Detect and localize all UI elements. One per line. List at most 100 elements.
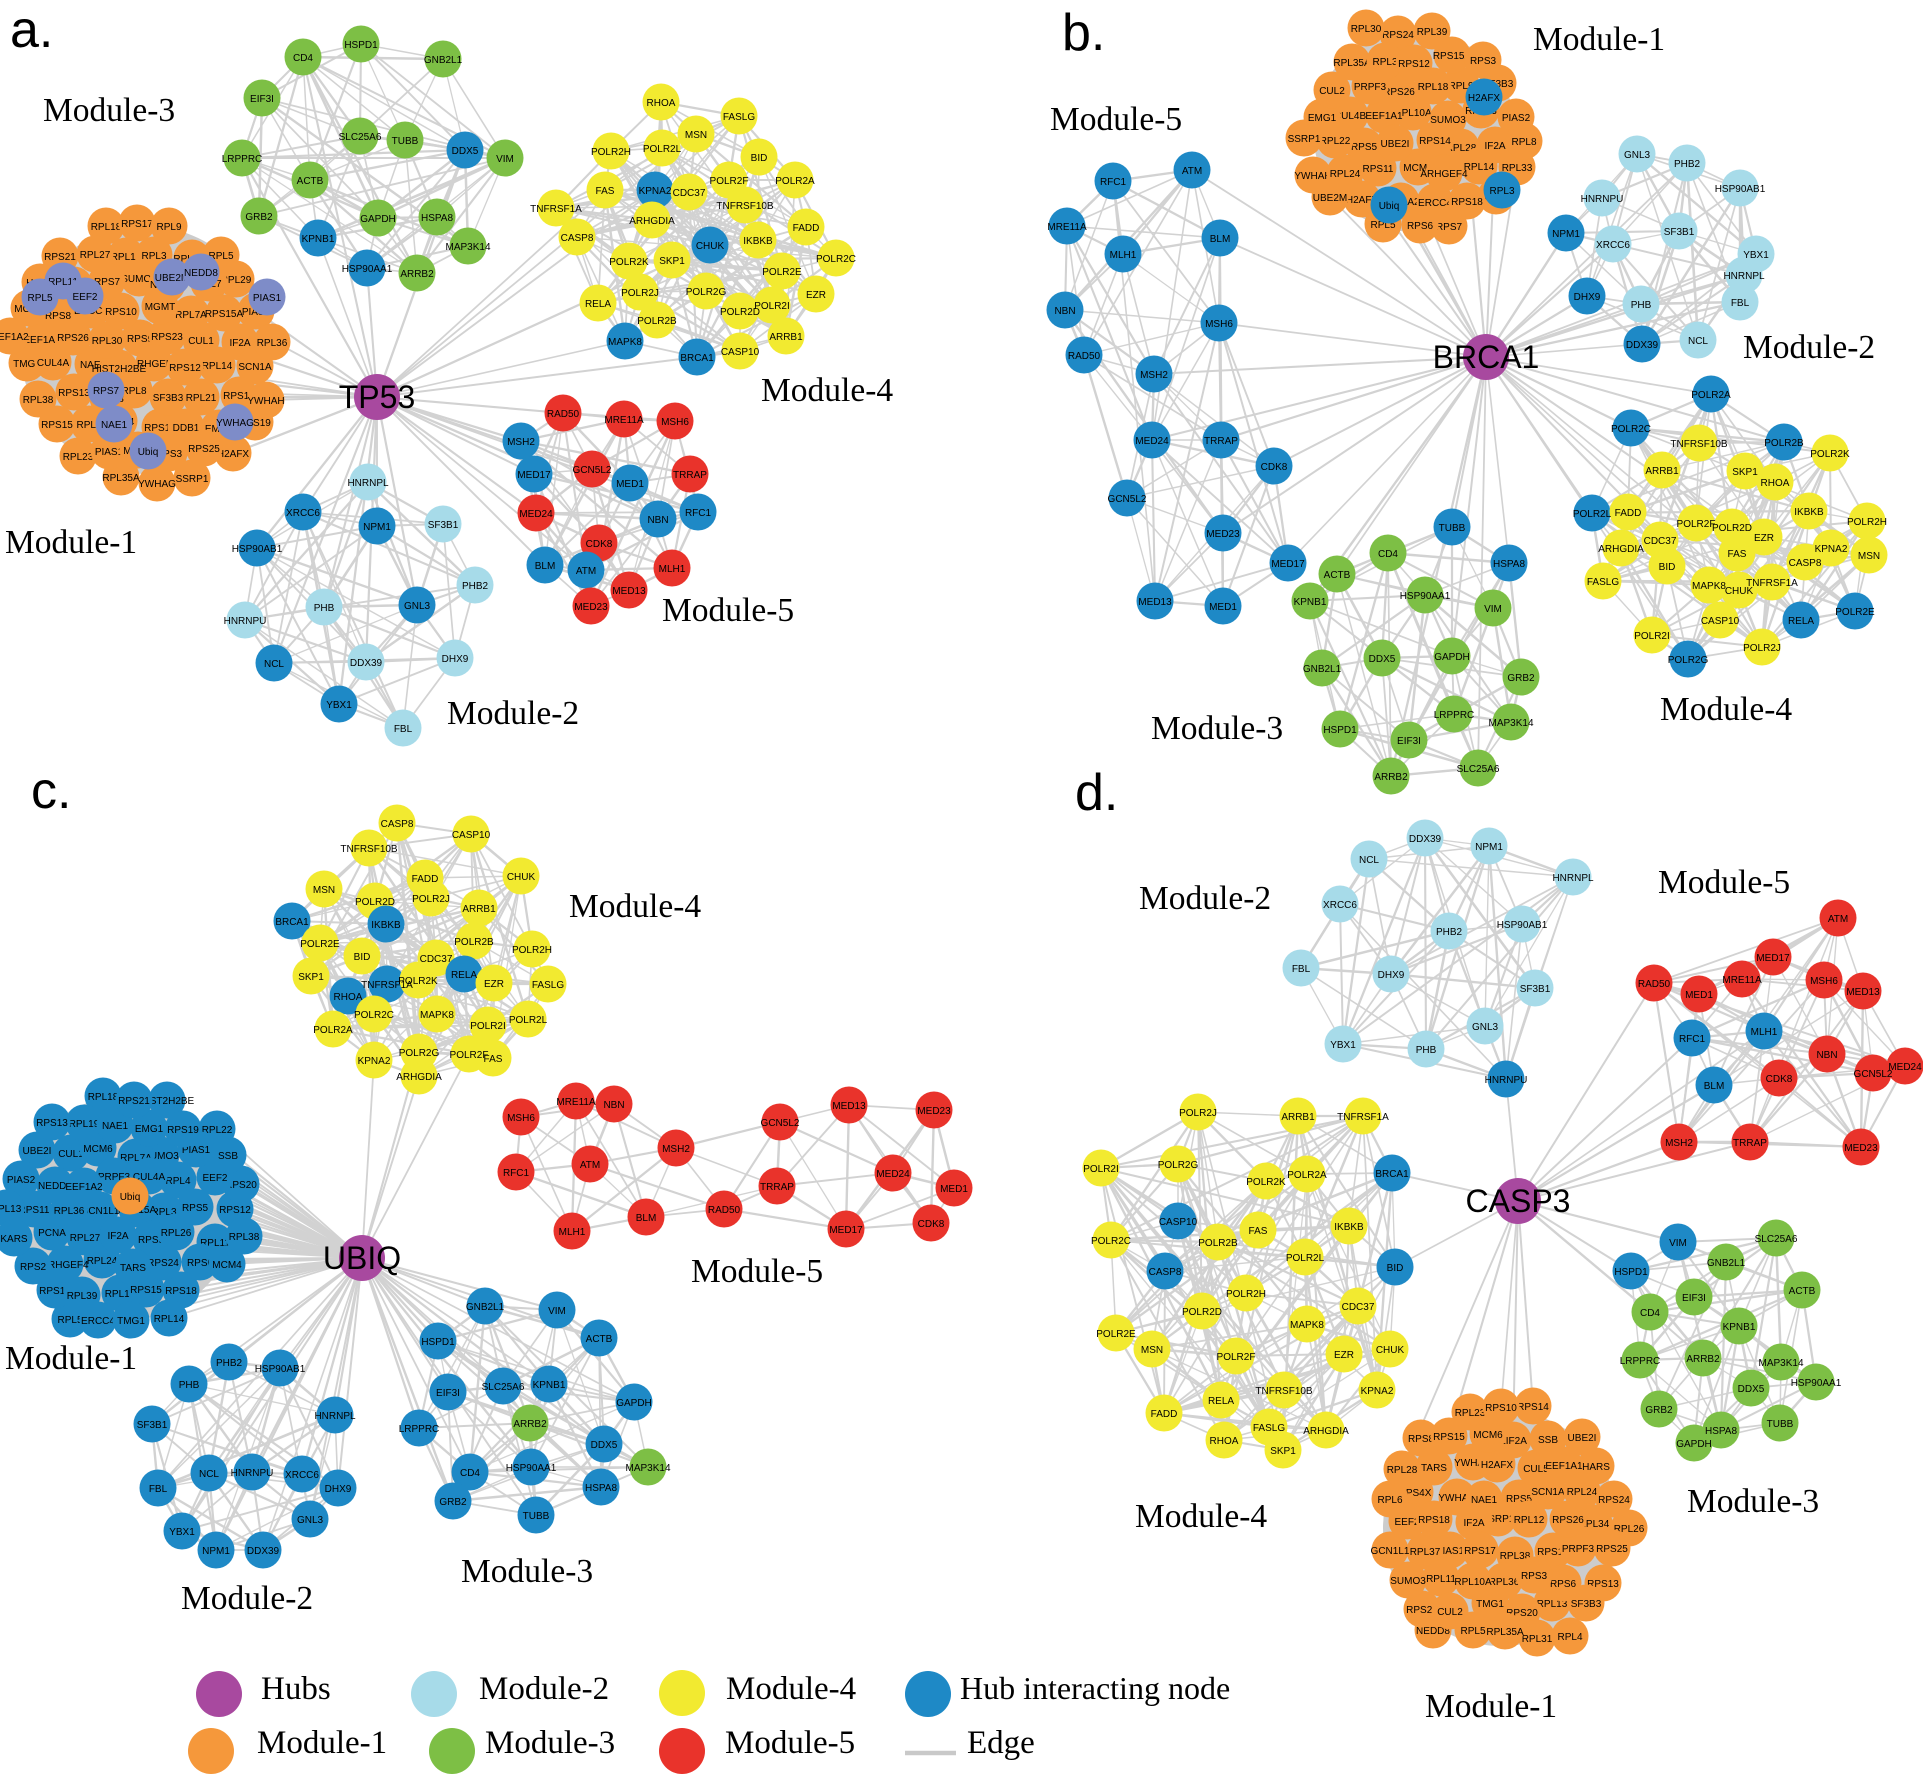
svg-text:CDC37: CDC37 [1644, 536, 1677, 547]
svg-text:BRCA1: BRCA1 [1375, 1169, 1409, 1180]
svg-text:RPS3: RPS3 [1521, 1571, 1548, 1582]
svg-text:POLR2A: POLR2A [775, 176, 815, 187]
svg-text:HNRNPL: HNRNPL [347, 478, 389, 489]
svg-text:POLR2A: POLR2A [1287, 1170, 1327, 1181]
svg-text:MAP3K14: MAP3K14 [1488, 718, 1533, 729]
svg-text:DHX9: DHX9 [442, 654, 469, 665]
svg-text:RPS26: RPS26 [1552, 1515, 1584, 1526]
svg-text:GCN5L2: GCN5L2 [573, 465, 612, 476]
svg-text:EEF1A1: EEF1A1 [1365, 111, 1403, 122]
svg-text:GRB2: GRB2 [1507, 673, 1535, 684]
svg-text:RPS10: RPS10 [105, 307, 137, 318]
svg-text:RPS6: RPS6 [187, 1258, 214, 1269]
svg-text:RPS13: RPS13 [58, 388, 90, 399]
svg-text:RPL18: RPL18 [88, 1092, 119, 1103]
svg-text:HSPD1: HSPD1 [344, 40, 378, 51]
svg-text:CASP3: CASP3 [1466, 1183, 1571, 1219]
svg-text:HNRNPU: HNRNPU [1581, 194, 1624, 205]
svg-text:RPL39: RPL39 [67, 1291, 98, 1302]
svg-text:POLR2J: POLR2J [621, 288, 659, 299]
svg-text:POLR2A: POLR2A [1691, 390, 1731, 401]
svg-text:POLR2I: POLR2I [1083, 1164, 1119, 1175]
svg-text:CUL2: CUL2 [1437, 1607, 1463, 1618]
svg-text:RPS17: RPS17 [121, 219, 153, 230]
svg-text:RPL19: RPL19 [69, 1119, 100, 1130]
svg-text:MED17: MED17 [517, 470, 551, 481]
svg-text:CDC37: CDC37 [420, 954, 453, 965]
svg-text:TNFRSF10B: TNFRSF10B [1670, 439, 1728, 450]
svg-text:POLR2D: POLR2D [355, 897, 395, 908]
svg-text:POLR2I: POLR2I [1634, 631, 1670, 642]
svg-text:EEF2: EEF2 [72, 292, 97, 303]
svg-text:CUL1: CUL1 [188, 336, 214, 347]
svg-text:PIAS2: PIAS2 [7, 1175, 36, 1186]
svg-text:RPS5: RPS5 [182, 1203, 209, 1214]
svg-text:ARRB2: ARRB2 [1686, 1354, 1720, 1365]
svg-text:DDX5: DDX5 [1369, 654, 1396, 665]
svg-text:PIAS1: PIAS1 [253, 293, 282, 304]
svg-text:DDX5: DDX5 [452, 146, 479, 157]
svg-text:Module-3: Module-3 [1151, 710, 1283, 747]
svg-text:RAD50: RAD50 [1638, 979, 1671, 990]
svg-text:RPL22: RPL22 [202, 1125, 233, 1136]
svg-text:POLR2C: POLR2C [354, 1010, 394, 1021]
svg-text:ARHGDIA: ARHGDIA [1303, 1426, 1349, 1437]
svg-text:CASP8: CASP8 [1149, 1267, 1182, 1278]
svg-text:XRCC6: XRCC6 [285, 1470, 319, 1481]
svg-text:RPS24: RPS24 [147, 1258, 179, 1269]
svg-text:HNRNPL: HNRNPL [1723, 271, 1765, 282]
svg-text:Module-4: Module-4 [761, 372, 893, 409]
svg-text:MSH6: MSH6 [1205, 319, 1233, 330]
svg-text:YWHAG: YWHAG [138, 479, 176, 490]
svg-text:PHB: PHB [314, 603, 335, 614]
svg-text:SKP1: SKP1 [298, 972, 324, 983]
svg-text:RPL23: RPL23 [63, 452, 94, 463]
svg-text:RPL10A: RPL10A [1394, 108, 1432, 119]
svg-text:Module-4: Module-4 [1660, 691, 1792, 728]
svg-text:HSPD1: HSPD1 [1614, 1267, 1648, 1278]
svg-text:FBL: FBL [149, 1484, 168, 1495]
svg-text:Module-2: Module-2 [181, 1580, 313, 1617]
svg-text:HNRNPL: HNRNPL [314, 1411, 356, 1422]
svg-text:EIF3I: EIF3I [436, 1388, 460, 1399]
svg-text:RPL36: RPL36 [1489, 1577, 1520, 1588]
svg-text:GNB2L1: GNB2L1 [424, 55, 463, 66]
svg-text:Hubs: Hubs [261, 1671, 331, 1707]
svg-text:SF3B3: SF3B3 [1483, 79, 1514, 90]
svg-text:CASP10: CASP10 [452, 830, 491, 841]
svg-text:RPS19: RPS19 [1537, 1547, 1569, 1558]
svg-text:ACTB: ACTB [586, 1334, 613, 1345]
svg-text:RPS12: RPS12 [219, 1205, 251, 1216]
svg-text:IKBKB: IKBKB [371, 920, 401, 931]
svg-text:PIAS1: PIAS1 [182, 1145, 211, 1156]
svg-text:RPS8: RPS8 [45, 311, 72, 322]
svg-text:GNL3: GNL3 [404, 601, 431, 612]
svg-text:PHB2: PHB2 [462, 581, 489, 592]
svg-text:RPS3: RPS3 [156, 449, 183, 460]
svg-text:SLC25A6: SLC25A6 [482, 1382, 525, 1393]
svg-text:RPL27: RPL27 [70, 1233, 101, 1244]
svg-text:SUMO3: SUMO3 [121, 274, 157, 285]
svg-text:MLH1: MLH1 [559, 1227, 586, 1238]
svg-text:PCNA: PCNA [38, 1228, 66, 1239]
svg-text:NAE1: NAE1 [80, 360, 107, 371]
svg-text:POLR2J: POLR2J [412, 894, 450, 905]
svg-text:CUL5: CUL5 [1523, 1464, 1549, 1475]
svg-text:ACTB: ACTB [1324, 570, 1351, 581]
svg-text:GAPDH: GAPDH [360, 214, 396, 225]
svg-text:HSPD1: HSPD1 [1323, 725, 1357, 736]
svg-text:RPS26: RPS26 [1383, 87, 1415, 98]
svg-text:HSPA8: HSPA8 [1493, 559, 1525, 570]
svg-text:Edge: Edge [967, 1725, 1035, 1761]
svg-text:KPNA2: KPNA2 [1361, 1386, 1394, 1397]
svg-text:TUBB: TUBB [392, 136, 419, 147]
svg-text:RPS21: RPS21 [1406, 1605, 1438, 1616]
svg-text:GNL3: GNL3 [297, 1515, 324, 1526]
svg-text:CD4: CD4 [293, 53, 313, 64]
svg-text:RPL38: RPL38 [23, 395, 54, 406]
svg-text:IKBKB: IKBKB [1794, 507, 1824, 518]
svg-text:HSPA8: HSPA8 [421, 213, 453, 224]
svg-text:LRPPRC: LRPPRC [222, 154, 263, 165]
svg-text:RPS8: RPS8 [1408, 1434, 1435, 1445]
svg-text:RPS21: RPS21 [118, 1096, 150, 1107]
